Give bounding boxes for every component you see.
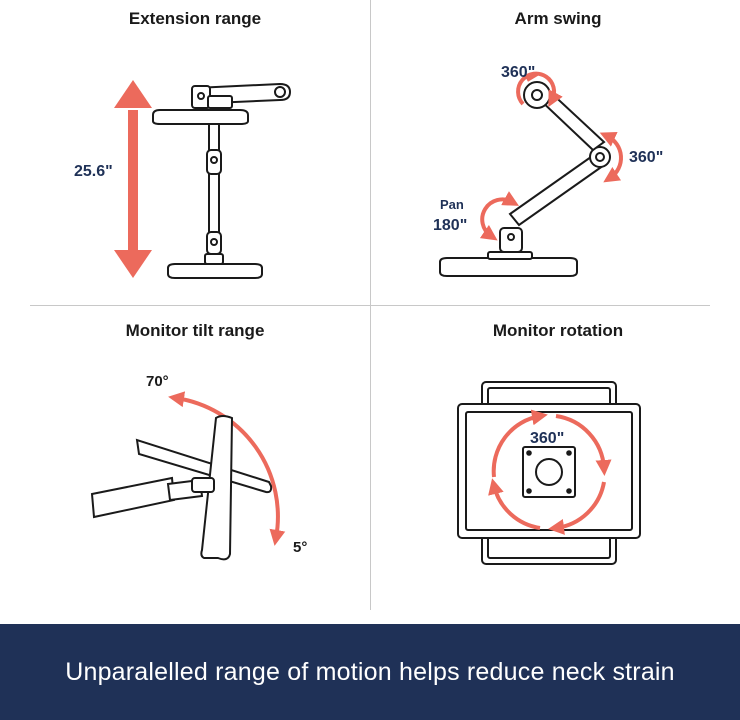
tilt-diagram: 70° 5° — [90, 373, 307, 561]
monitor-tilt-title: Monitor tilt range — [125, 321, 265, 340]
arm-top-360-label: 360" — [501, 64, 535, 81]
pan-label: Pan — [440, 197, 464, 212]
arm-swing-title: Arm swing — [514, 9, 602, 28]
extension-arrow — [114, 80, 152, 278]
extension-range-title: Extension range — [128, 9, 262, 28]
rotation-diagram: 360" — [457, 381, 641, 565]
rotation-value-label: 360" — [530, 430, 564, 447]
tilt-arc-arrow — [168, 391, 286, 546]
pan-rotation-arrow — [479, 191, 519, 241]
arm-swing-diagram: 360" 360" Pan 180" — [433, 64, 663, 277]
arm-right-360-label: 360" — [629, 149, 663, 166]
horizontal-divider — [30, 305, 710, 306]
pole-mount — [152, 82, 292, 279]
swing-arm — [439, 81, 611, 277]
tilt-upper-label: 70° — [146, 373, 169, 390]
rotation-monitor — [457, 381, 641, 565]
tilt-monitor — [90, 415, 273, 561]
footer-banner: Unparalelled range of motion helps reduc… — [0, 624, 740, 720]
monitor-rotation-title: Monitor rotation — [492, 321, 624, 340]
tilt-lower-label: 5° — [293, 539, 307, 556]
right-rotation-arrow — [599, 132, 624, 183]
footer-text: Unparalelled range of motion helps reduc… — [65, 657, 675, 686]
extension-diagram: 25.6" — [74, 80, 292, 279]
extension-value-label: 25.6" — [74, 163, 113, 180]
rotation-arrows — [488, 409, 612, 535]
pan-value-label: 180" — [433, 217, 467, 234]
